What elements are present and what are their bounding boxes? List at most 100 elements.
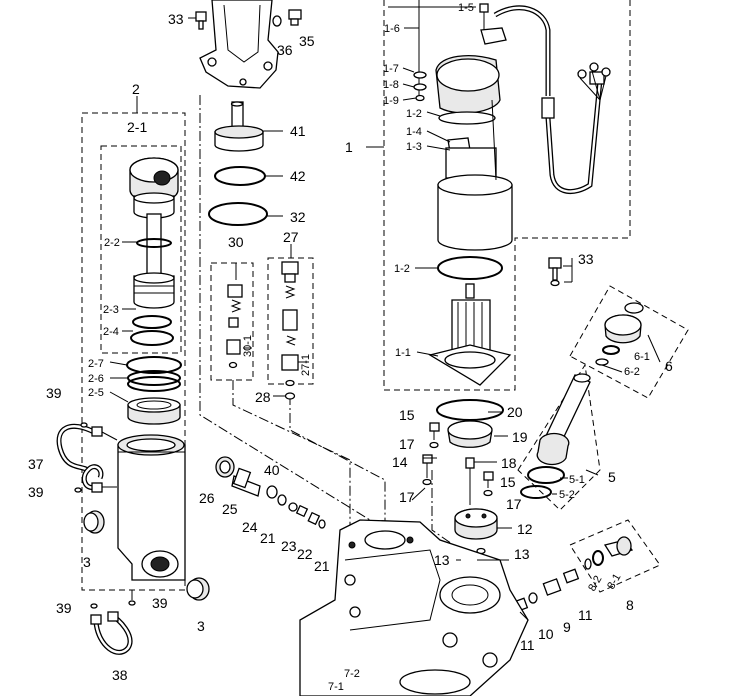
o-ring-39c [128, 600, 136, 606]
callout-13-a: 13 [434, 552, 450, 568]
callout-2-4: 2-4 [103, 326, 119, 338]
callout-33-top: 33 [168, 11, 184, 27]
valves-9-10-11 [511, 568, 580, 613]
callout-2-7: 2-7 [88, 358, 104, 370]
callout-33-right: 33 [578, 251, 594, 267]
plug-3a [83, 510, 105, 534]
cylinder-assembly-box-2 [81, 112, 186, 591]
callout-2-5: 2-5 [88, 387, 104, 399]
callout-12: 12 [517, 521, 533, 537]
hose-37 [56, 423, 118, 493]
valve-8 [584, 536, 634, 570]
reservoir-cap-box-6 [569, 285, 689, 399]
callout-10: 10 [538, 626, 554, 642]
free-piston-41 [214, 101, 283, 152]
callout-15-b: 15 [500, 474, 516, 490]
callout-2-2: 2-2 [104, 237, 120, 249]
motor-lead-wires [491, 5, 611, 195]
center-line-3 [289, 395, 386, 540]
callout-6-2: 6-2 [624, 366, 640, 378]
callout-36: 36 [277, 42, 293, 58]
callout-21-a: 21 [260, 530, 276, 546]
callout-37: 37 [28, 456, 44, 472]
callout-35: 35 [299, 33, 315, 49]
valve-box-30 [210, 262, 254, 381]
callout-27-1: 27-1 [300, 354, 312, 376]
callout-41: 41 [290, 123, 306, 139]
callout-17-b: 17 [399, 489, 415, 505]
callout-6-1: 6-1 [634, 351, 650, 363]
callout-1-9: 1-9 [383, 95, 399, 107]
callout-42: 42 [290, 168, 306, 184]
callout-8: 8 [626, 597, 634, 613]
callout-1-5: 1-5 [458, 2, 474, 14]
valve-box-8 [569, 519, 661, 593]
callout-7-2: 7-2 [344, 668, 360, 680]
callout-1-2-upper: 1-2 [406, 108, 422, 120]
filter-5 [520, 373, 591, 499]
callout-39-b: 39 [28, 484, 44, 500]
callout-2-6: 2-6 [88, 373, 104, 385]
tilt-tube-housing [199, 0, 279, 89]
callout-1-2-lower: 1-2 [394, 263, 410, 275]
gland-2-5 [127, 397, 181, 425]
callout-39-c: 39 [152, 595, 168, 611]
callout-8-2: 8-2 [586, 574, 604, 594]
callout-15-a: 15 [399, 407, 415, 423]
callout-17-c: 17 [506, 496, 522, 512]
callout-3-a: 3 [83, 554, 91, 570]
center-line-2 [232, 380, 351, 540]
callout-11-b: 11 [520, 637, 535, 653]
callout-1-1: 1-1 [395, 347, 411, 359]
callout-28: 28 [255, 389, 271, 405]
callout-14: 14 [392, 454, 408, 470]
callout-1-3: 1-3 [406, 141, 422, 153]
callout-30-1: 30-1 [242, 335, 254, 357]
hose-38 [90, 611, 133, 655]
o-ring-36 [272, 15, 282, 27]
callout-24: 24 [242, 519, 258, 535]
ring-2-6b [127, 376, 181, 392]
bolt-33-right [548, 257, 562, 287]
valve-parts-lower [215, 456, 326, 529]
callout-6: 6 [665, 358, 673, 374]
callout-5-1: 5-1 [569, 474, 585, 486]
callout-9: 9 [563, 619, 571, 635]
callout-5: 5 [608, 469, 616, 485]
pump-parts [422, 399, 504, 564]
callout-38: 38 [112, 667, 128, 683]
o-ring-39b [74, 487, 82, 493]
plug-3b [186, 577, 210, 601]
valve-parts-30 [226, 263, 252, 369]
callout-1-4: 1-4 [406, 126, 422, 138]
motor-assembly [413, 0, 513, 386]
callout-2-1: 2-1 [127, 119, 147, 135]
o-ring-32 [208, 202, 268, 226]
piston-sub-box-2-1 [100, 145, 182, 354]
center-line-1 [199, 95, 371, 521]
leader-lines [109, 6, 661, 561]
bolt-33-top [188, 11, 207, 30]
callout-20: 20 [507, 404, 523, 420]
callout-25: 25 [222, 501, 238, 517]
callout-19: 19 [512, 429, 528, 445]
callout-39-a: 39 [46, 385, 62, 401]
callout-39-d: 39 [56, 600, 72, 616]
plug-35 [288, 9, 302, 26]
callout-32: 32 [290, 209, 306, 225]
callout-23: 23 [281, 538, 297, 554]
callout-21-b: 21 [314, 558, 330, 574]
o-ring-42 [214, 166, 266, 186]
piston-rod-assembly [122, 157, 179, 346]
pump-housing [299, 519, 529, 696]
tilt-cylinder [117, 434, 186, 581]
o-ring-39a [80, 422, 88, 428]
callout-1: 1 [345, 139, 353, 155]
callout-1-7: 1-7 [383, 63, 399, 75]
callout-1-8: 1-8 [383, 79, 399, 91]
callout-labels: 33 36 35 41 42 32 30 27 30-1 27-1 28 2 2… [28, 2, 673, 693]
callout-30: 30 [228, 234, 244, 250]
callout-27: 27 [283, 229, 299, 245]
callout-2-3: 2-3 [103, 304, 119, 316]
